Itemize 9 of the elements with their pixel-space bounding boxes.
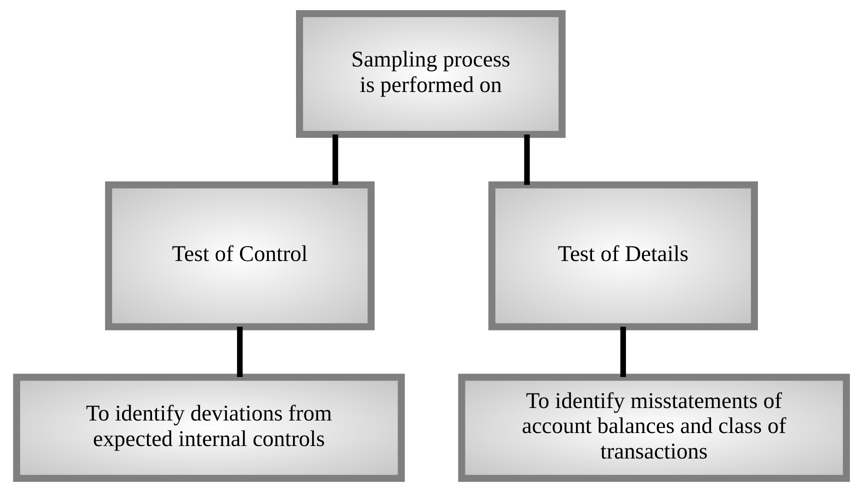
node-box: Test of Control: [104, 181, 374, 330]
connector: [236, 326, 242, 377]
node-box: Sampling process is performed on: [296, 10, 566, 138]
connector: [332, 134, 338, 185]
connector: [620, 326, 626, 377]
node-box: To identify deviations from expected internal controls: [12, 374, 404, 482]
node-box: To identify misstatements of account balances and class of transactions: [458, 374, 850, 482]
node-box: Test of Details: [488, 181, 758, 330]
connector: [524, 134, 530, 185]
